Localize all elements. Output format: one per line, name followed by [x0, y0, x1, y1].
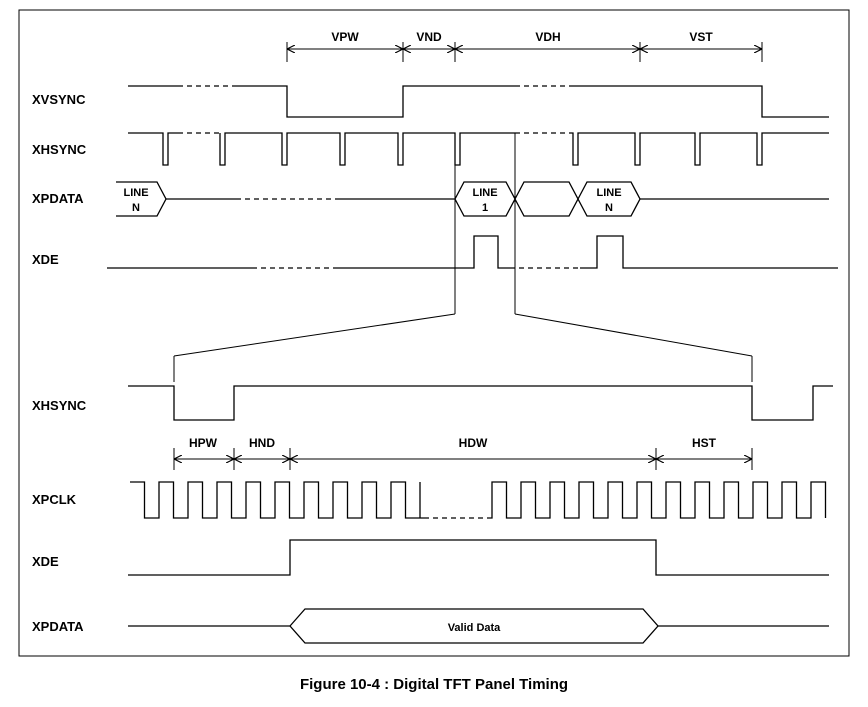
segment-label-hst: HST [692, 436, 717, 450]
segment-label-hdw: HDW [459, 436, 488, 450]
data-box-line-n-last-bottom: N [605, 202, 613, 214]
data-box-line-1-bottom: 1 [482, 202, 488, 214]
signal-label-xde-bottom: XDE [32, 554, 59, 569]
xde-top-waveform [107, 235, 838, 269]
data-box-line-n-last-top: LINE [596, 187, 621, 199]
xde-bottom-waveform [128, 539, 829, 576]
zoom-lines [173, 133, 753, 382]
data-box-line-n-first-top: LINE [123, 187, 148, 199]
segment-label-hnd: HND [249, 436, 275, 450]
xvsync-waveform [128, 85, 829, 118]
xpdata-bottom-waveform [128, 608, 829, 644]
diagram-frame [18, 9, 850, 657]
valid-data-label: Valid Data [448, 622, 501, 634]
segment-label-vst: VST [689, 30, 713, 44]
data-box-line-n-first-bottom: N [132, 202, 140, 214]
signal-label-xhsync-bottom: XHSYNC [32, 398, 87, 413]
xhsync-top-waveform [128, 132, 829, 166]
figure-caption: Figure 10-4 : Digital TFT Panel Timing [299, 676, 569, 693]
signal-label-xhsync-top: XHSYNC [32, 142, 87, 157]
segment-label-vnd: VND [416, 30, 442, 44]
signal-label-xvsync: XVSYNC [32, 92, 86, 107]
signal-label-xpdata-top: XPDATA [32, 191, 84, 206]
horizontal-segment-markers [173, 448, 753, 470]
signal-label-xpdata-bottom: XPDATA [32, 619, 84, 634]
signal-label-xpclk: XPCLK [32, 492, 77, 507]
data-box-line-1-top: LINE [472, 187, 497, 199]
vertical-segment-markers [286, 42, 763, 62]
segment-label-hpw: HPW [189, 436, 218, 450]
xpclk-waveform [130, 481, 827, 519]
xhsync-bottom-waveform [128, 385, 833, 421]
signal-label-xde-top: XDE [32, 252, 59, 267]
segment-label-vpw: VPW [331, 30, 359, 44]
segment-label-vdh: VDH [535, 30, 560, 44]
